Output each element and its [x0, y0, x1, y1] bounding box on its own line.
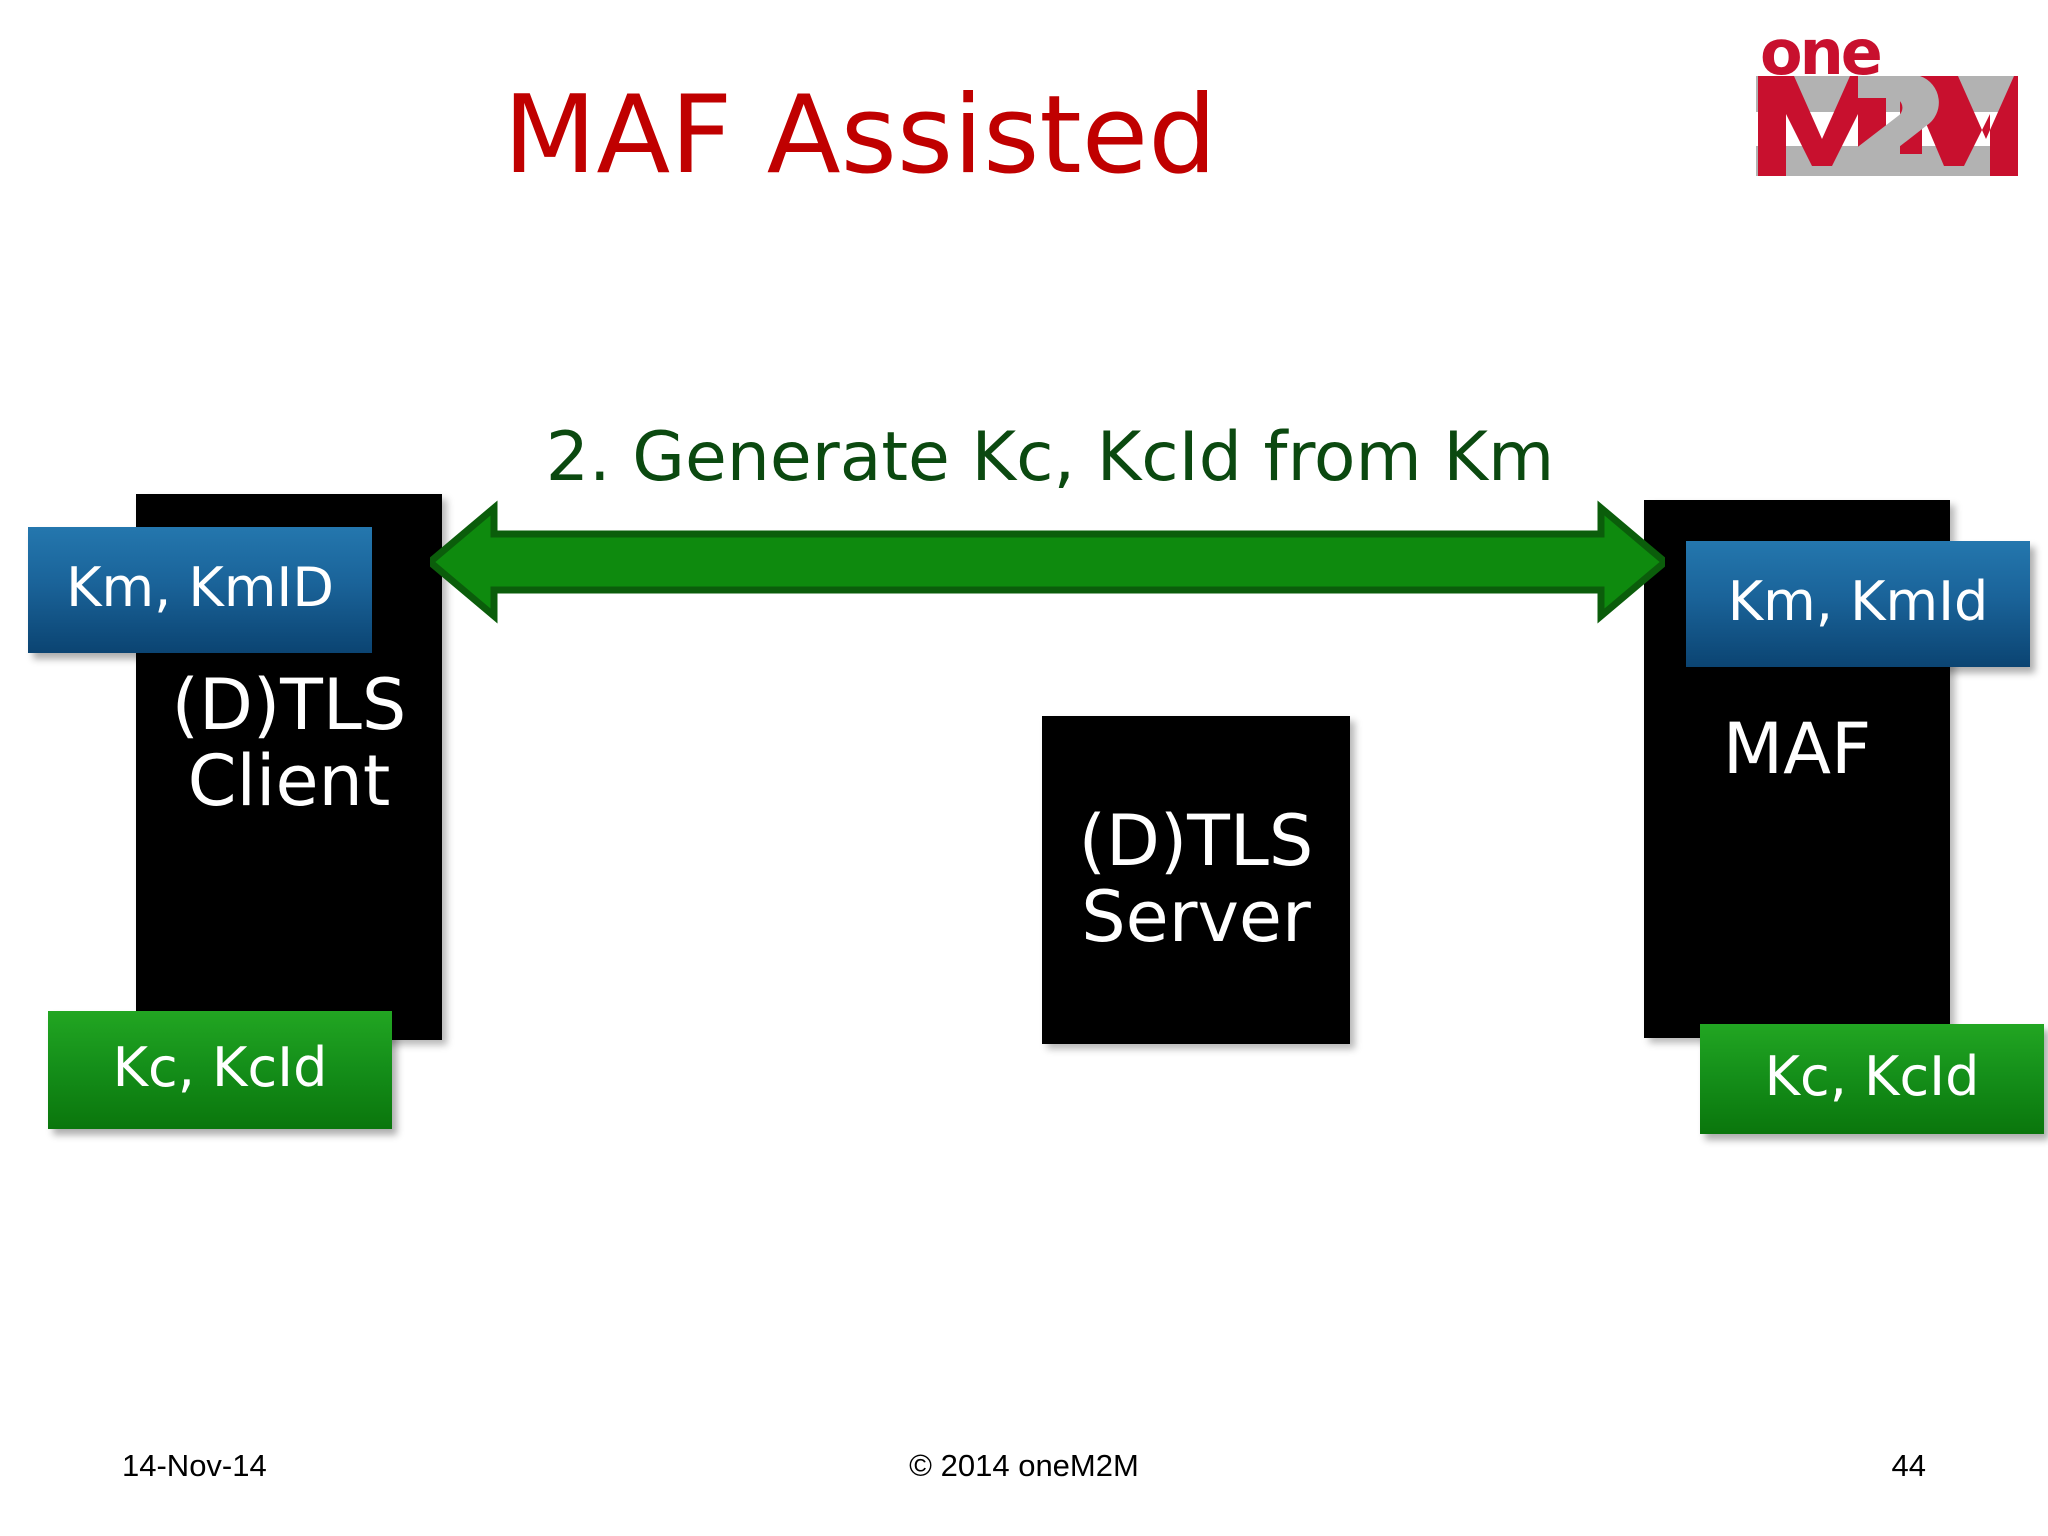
footer-date: 14-Nov-14 — [122, 1448, 267, 1483]
page-title: MAF Assisted — [503, 73, 1217, 198]
node-dtls-client-line1: (D)TLS — [171, 664, 407, 746]
arrow-label-generate-kc: 2. Generate Kc, KcId from Km — [545, 418, 1555, 497]
node-maf-line1: MAF — [1722, 708, 1872, 790]
onem2m-logo: one — [1752, 14, 2020, 182]
footer-copyright: © 2014 oneM2M — [909, 1448, 1139, 1483]
node-dtls-server: (D)TLS Server — [1042, 716, 1350, 1044]
node-dtls-client-line2: Client — [187, 739, 391, 822]
slide-footer: 14-Nov-14 © 2014 oneM2M 44 — [0, 1426, 2048, 1536]
double-arrow-client-maf — [430, 500, 1665, 630]
chip-kc-kcid-maf: Kc, KcId — [1700, 1024, 2044, 1134]
node-dtls-server-line2: Server — [1081, 876, 1311, 958]
node-dtls-server-line1: (D)TLS — [1078, 800, 1314, 883]
chip-km-kmid-maf: Km, KmId — [1686, 541, 2030, 667]
footer-page-number: 44 — [1891, 1448, 1926, 1483]
chip-kc-kcid-client: Kc, KcId — [48, 1011, 392, 1129]
chip-km-kmid-client: Km, KmID — [28, 527, 372, 653]
